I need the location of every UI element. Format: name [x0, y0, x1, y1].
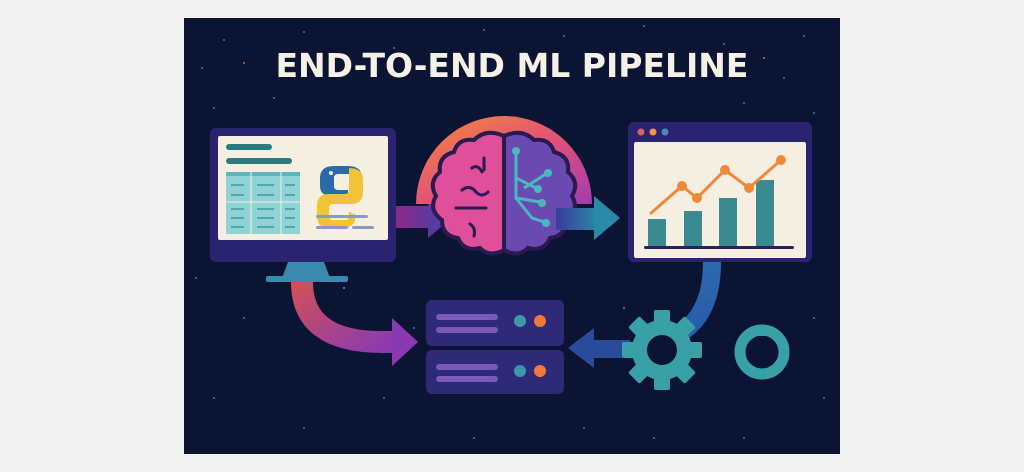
- ring-icon: [734, 324, 790, 380]
- flow-arrow-to-server: [291, 281, 396, 353]
- gear-icon: [622, 310, 702, 390]
- python-logo-icon: [317, 166, 363, 228]
- deployment-server-stack-icon: [426, 300, 564, 394]
- flow-arrow-to-evaluation: [556, 208, 598, 230]
- flow-arrow-to-model: [396, 206, 436, 228]
- evaluation-chart-window-icon: [628, 122, 812, 262]
- brain-circuit-icon: [430, 130, 578, 256]
- pipeline-diagram: [195, 25, 825, 439]
- pipeline-poster: END-TO-END ML PIPELINE: [184, 18, 840, 454]
- flow-arrow-deploy: [590, 340, 630, 358]
- data-preparation-monitor-icon: [210, 128, 396, 282]
- poster-title: END-TO-END ML PIPELINE: [275, 46, 749, 85]
